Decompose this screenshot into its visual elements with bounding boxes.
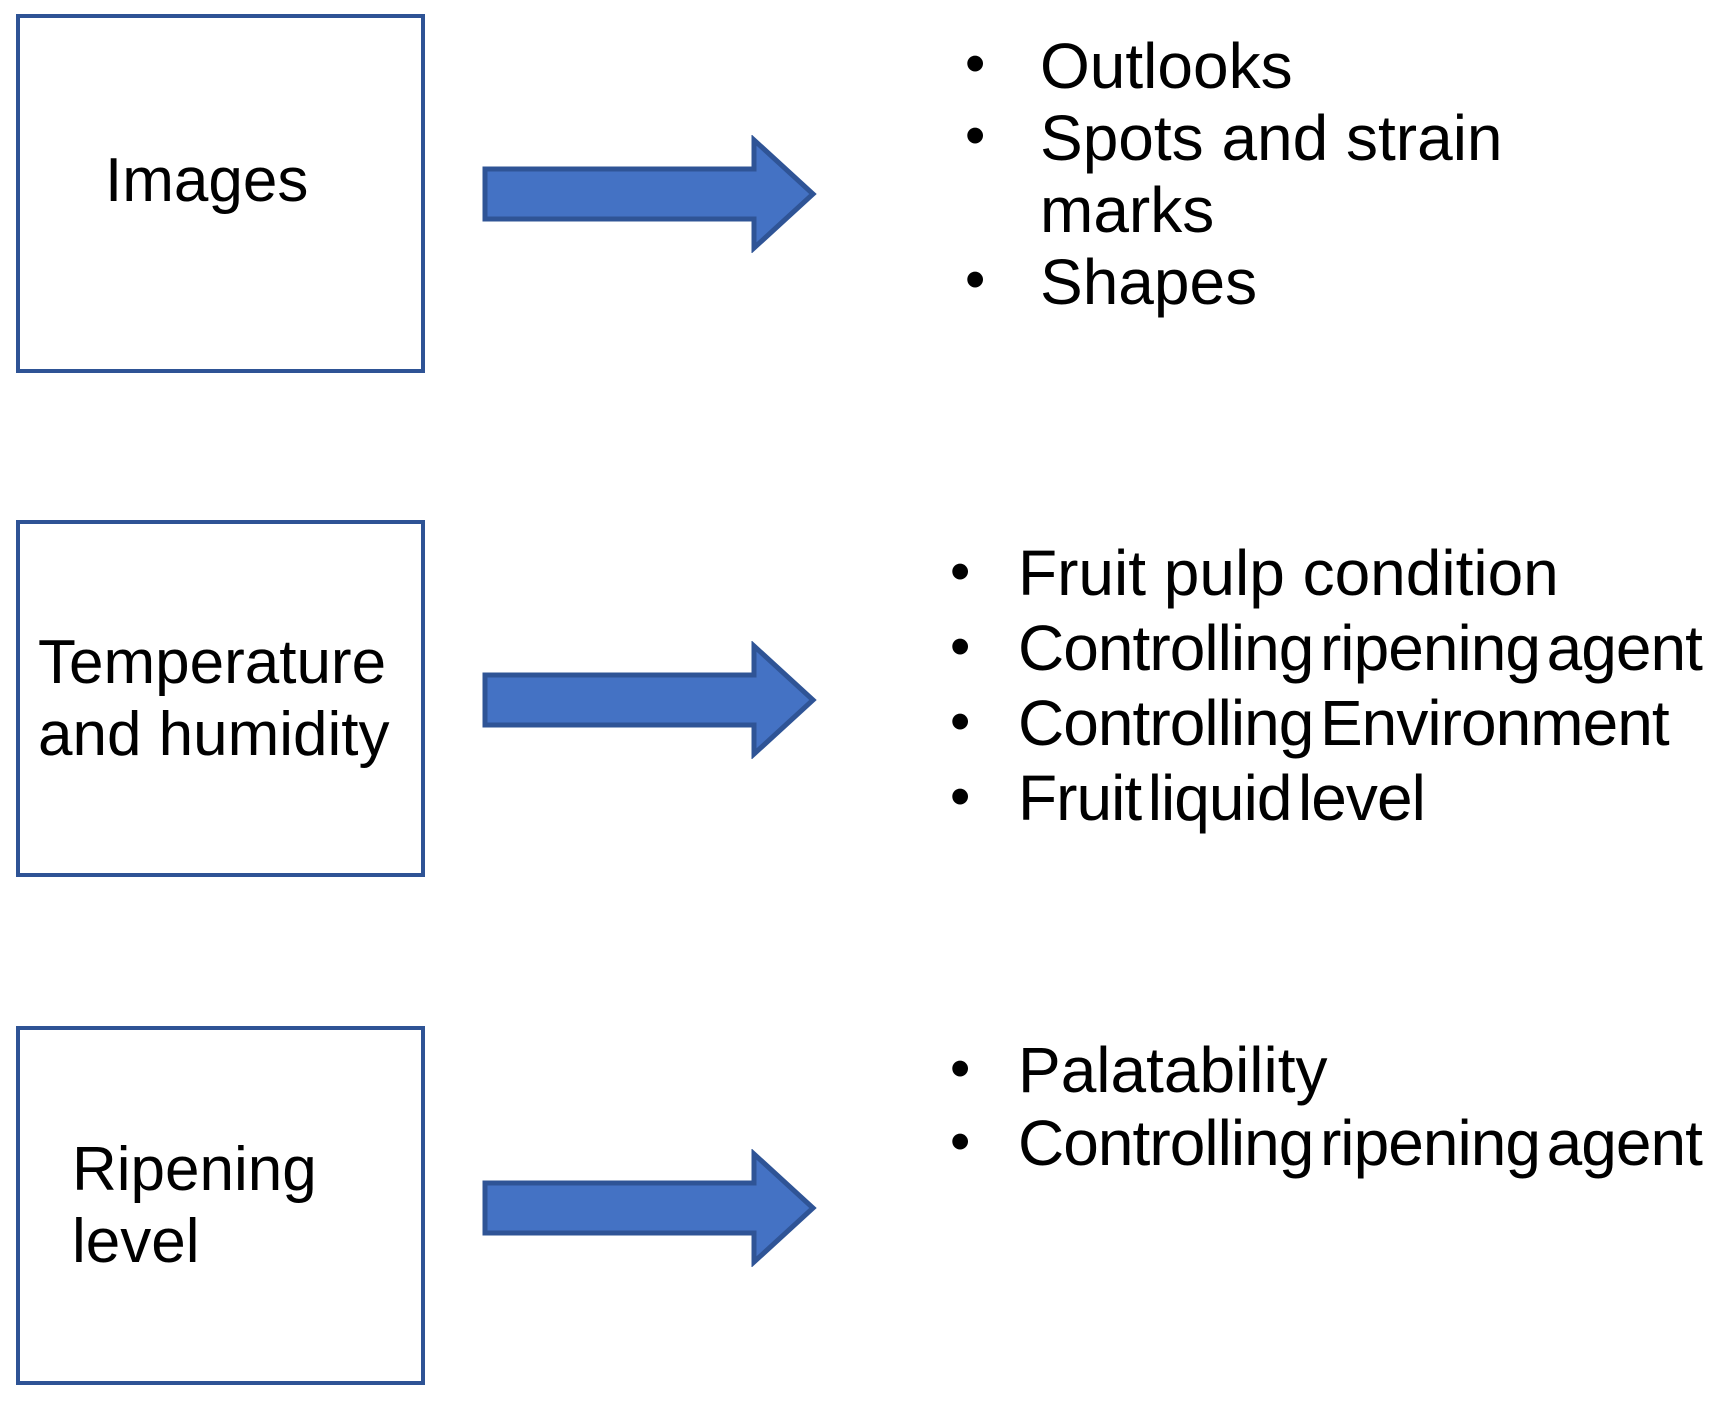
input-box-temperature-humidity: Temperature and humidity <box>16 520 425 877</box>
arrow-right-icon <box>482 641 817 759</box>
list-item: • Controlling ripening agent <box>950 611 1728 686</box>
bullet-icon: • <box>965 247 986 312</box>
bullet-icon: • <box>950 689 971 754</box>
box-label: Ripening level <box>72 1135 317 1276</box>
arrow-right-icon <box>482 135 817 253</box>
bullet-icon: • <box>950 764 971 829</box>
list-item: • Shapes <box>965 246 1600 318</box>
output-list-ripening-level: • Palatability • Controlling ripening ag… <box>950 1034 1728 1180</box>
bullet-icon: • <box>965 31 986 96</box>
list-item: • Palatability <box>950 1034 1728 1107</box>
box-label: Temperature and humidity <box>38 628 390 769</box>
list-item: • Fruit liquid level <box>950 761 1728 836</box>
bullet-icon: • <box>950 614 971 679</box>
bullet-icon: • <box>950 1036 971 1101</box>
list-item-label: Shapes <box>1040 246 1258 318</box>
output-list-images: • Outlooks • Spots and strain marks • Sh… <box>965 30 1600 318</box>
list-item: • Controlling Environment <box>950 686 1728 761</box>
list-item-label: Controlling ripening agent <box>1018 1107 1703 1179</box>
list-item: • Controlling ripening agent <box>950 1107 1728 1180</box>
list-item: • Outlooks <box>965 30 1600 102</box>
list-item: • Spots and strain marks <box>965 102 1600 246</box>
list-item-label: Fruit liquid level <box>1018 762 1426 834</box>
bullet-icon: • <box>950 539 971 604</box>
list-item-label: Controlling ripening agent <box>1018 612 1703 684</box>
input-box-ripening-level: Ripening level <box>16 1026 425 1385</box>
list-item-label: Controlling Environment <box>1018 687 1670 759</box>
list-item-label: Spots and strain marks <box>1040 102 1503 246</box>
list-item-label: Outlooks <box>1040 30 1293 102</box>
box-label: Images <box>105 146 309 215</box>
input-box-images: Images <box>16 14 425 373</box>
list-item: • Fruit pulp condition <box>950 536 1728 611</box>
list-item-label: Palatability <box>1018 1034 1328 1106</box>
bullet-icon: • <box>965 103 986 168</box>
bullet-icon: • <box>950 1109 971 1174</box>
list-item-label: Fruit pulp condition <box>1018 537 1559 609</box>
output-list-temperature-humidity: • Fruit pulp condition • Controlling rip… <box>950 536 1728 836</box>
arrow-right-icon <box>482 1149 817 1267</box>
